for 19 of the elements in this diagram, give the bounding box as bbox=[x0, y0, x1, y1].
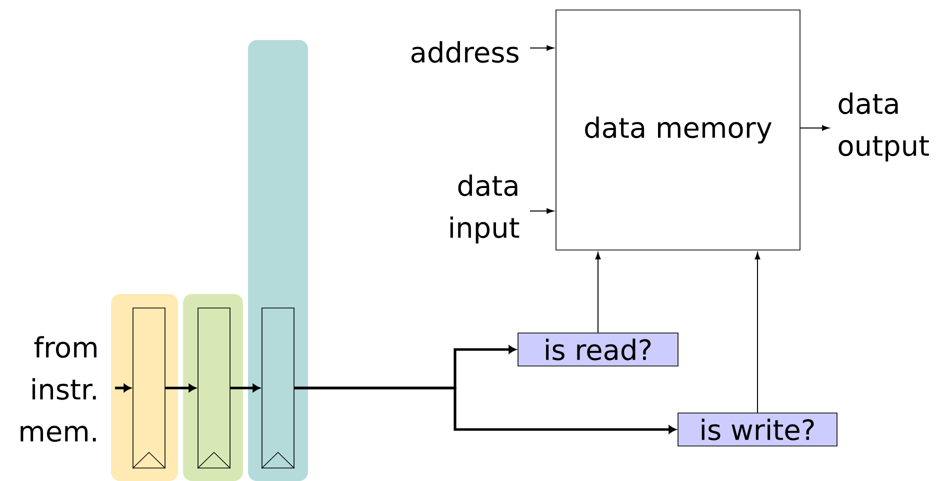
arrow bbox=[230, 384, 260, 392]
arrow bbox=[115, 384, 131, 392]
register-box bbox=[261, 308, 295, 469]
condition-box: is read? bbox=[518, 332, 678, 366]
arrow bbox=[530, 208, 554, 214]
input-label: address bbox=[411, 41, 518, 63]
input-label: from instr. mem. bbox=[20, 336, 96, 442]
arrow bbox=[800, 125, 830, 131]
input-label: data input bbox=[450, 174, 520, 244]
arrow bbox=[294, 386, 676, 434]
arrow bbox=[595, 252, 601, 334]
condition-box: is write? bbox=[678, 412, 838, 446]
register-box bbox=[132, 308, 166, 469]
register-box bbox=[197, 308, 231, 469]
arrow bbox=[530, 45, 554, 51]
output-label: data output bbox=[838, 92, 929, 162]
arrow bbox=[165, 384, 196, 392]
memory-block: data memory bbox=[556, 10, 800, 250]
arrow bbox=[754, 252, 760, 414]
